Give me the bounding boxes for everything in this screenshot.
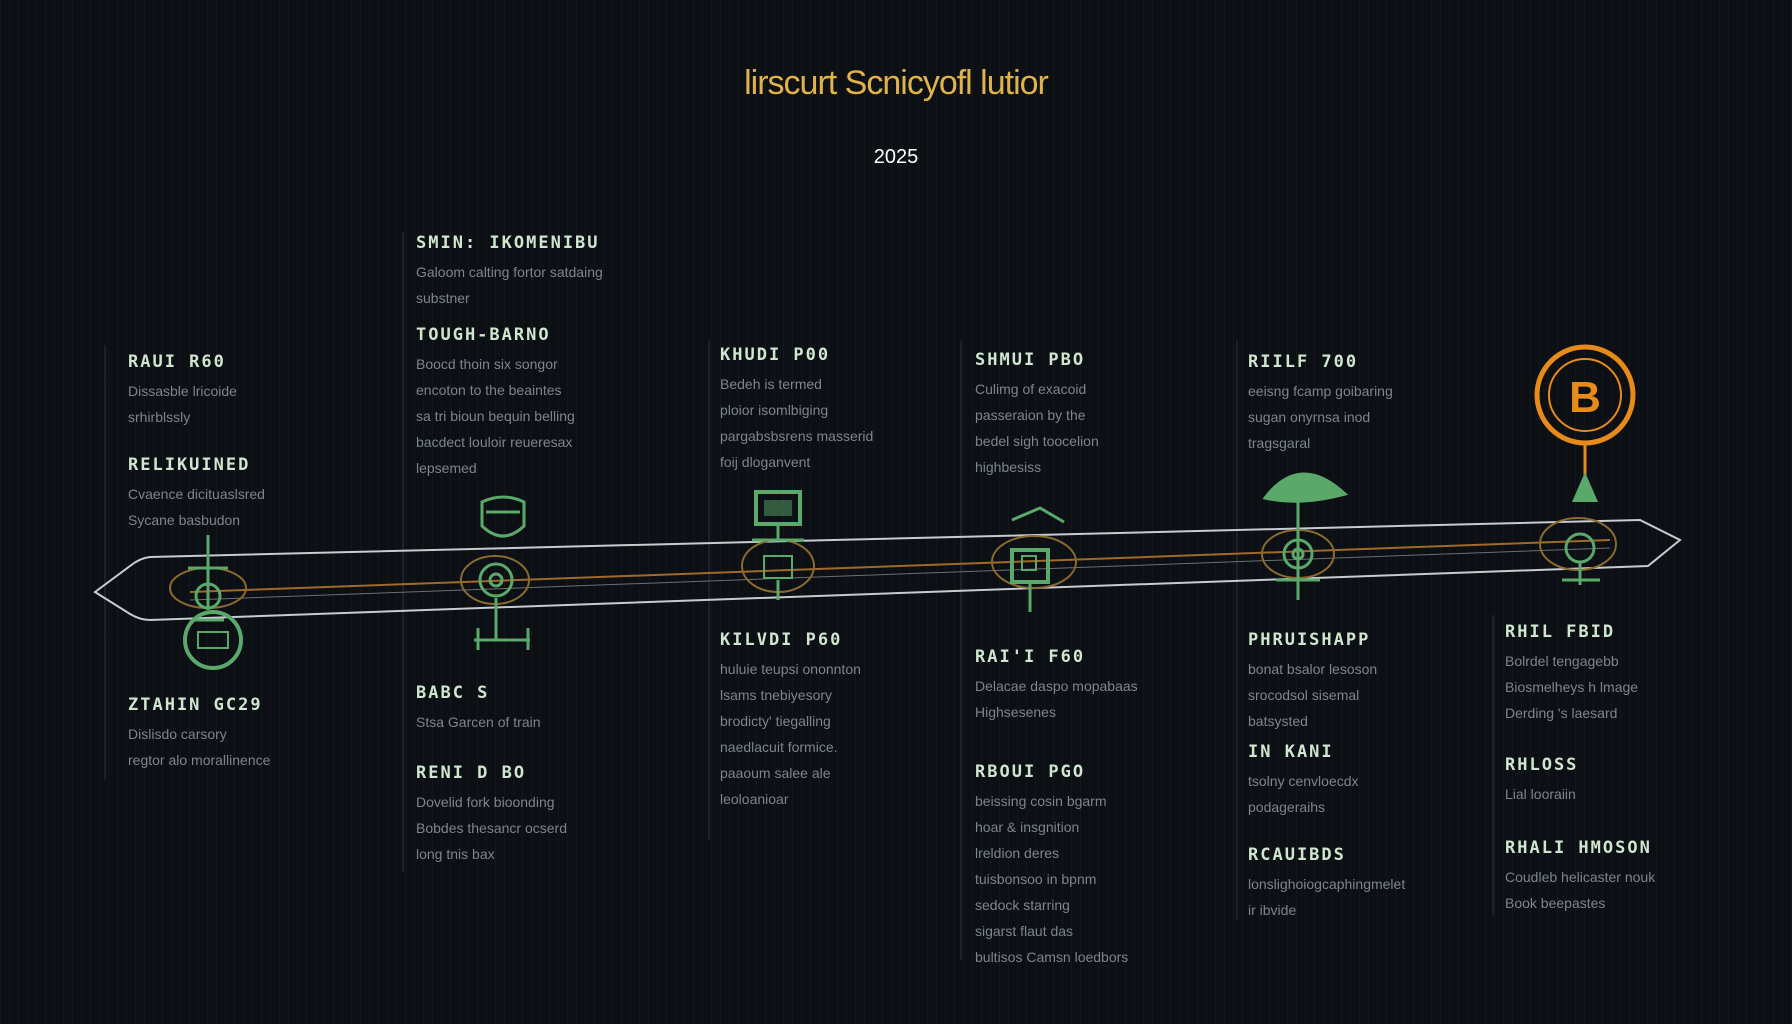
timeline-entry: TOUGH-BARNO Boocd thoin six songor encot… [416, 325, 686, 481]
entry-text: Dislisdo carsory regtor alo morallinence [128, 726, 271, 768]
shield-icon [460, 495, 530, 650]
timeline-entry: RHIL FBID Bolrdel tengagebb Biosmelheys … [1505, 622, 1775, 726]
entry-heading: ZTAHIN GC29 [128, 695, 263, 715]
entry-text: Dovelid fork bioonding Bobdes thesancr o… [416, 794, 567, 862]
entry-heading: RHLOSS [1505, 755, 1579, 775]
entry-heading: RAUI R60 [128, 352, 226, 372]
entry-heading: RAI'I F60 [975, 647, 1086, 667]
column-divider [1236, 340, 1238, 920]
mushroom-icon [1261, 472, 1349, 600]
entry-heading: PHRUISHAPP [1248, 630, 1371, 650]
entry-text: Galoom calting fortor satdaing substner [416, 264, 603, 306]
entry-heading: RHIL FBID [1505, 622, 1616, 642]
entry-text: tsolny cenvloecdx podageraihs [1248, 773, 1359, 815]
column-divider [960, 340, 962, 960]
timeline-entry: RHLOSS Lial looraiin [1505, 755, 1775, 807]
timeline-entry: RELIKUINED Cvaence dicituaslsred Sycane … [128, 455, 398, 533]
column-divider [708, 340, 710, 840]
entry-heading: RIILF 700 [1248, 352, 1359, 372]
entry-text: huluie teupsi ononnton lsams tnebiyesory… [720, 661, 861, 807]
timeline-entry: ZTAHIN GC29 Dislisdo carsory regtor alo … [128, 695, 398, 773]
entry-text: Culimg of exacoid passeraion by the bede… [975, 381, 1099, 475]
timeline-entry: KHUDI P00 Bedeh is termed ploior isomlbi… [720, 345, 990, 475]
timeline-entry: RBOUI PGO beissing cosin bgarm hoar & in… [975, 762, 1245, 970]
timeline-entry: KILVDI P60 huluie teupsi ononnton lsams … [720, 630, 990, 812]
entry-text: lonslighoiogcaphingmelet ir ibvide [1248, 876, 1406, 918]
entry-heading: KILVDI P60 [720, 630, 843, 650]
entry-heading: SMIN: IKOMENIBU [416, 233, 600, 253]
computer-icon [741, 490, 815, 600]
entry-text: beissing cosin bgarm hoar & insgnition l… [975, 793, 1129, 965]
entry-heading: BABC S [416, 683, 490, 703]
entry-heading: RELIKUINED [128, 455, 251, 475]
entry-heading: IN KANI [1248, 742, 1334, 762]
timeline-entry: SHMUI PBO Culimg of exacoid passeraion b… [975, 350, 1245, 480]
timeline-entry: IN KANI tsolny cenvloecdx podageraihs [1248, 742, 1518, 820]
entry-text: Bedeh is termed ploior isomlbiging parga… [720, 376, 874, 470]
entry-text: eeisng fcamp goibaring sugan onyrnsa ino… [1248, 383, 1393, 451]
entry-text: Delacae daspo mopabaas Highsesenes [975, 678, 1138, 720]
entry-text: Dissasble lricoide srhirblssly [128, 383, 237, 425]
entry-heading: RBOUI PGO [975, 762, 1086, 782]
timeline-track [93, 518, 1682, 622]
entry-text: Cvaence dicituaslsred Sycane basbudon [128, 486, 265, 528]
entry-text: Boocd thoin six songor encoton to the be… [416, 356, 575, 476]
timeline-entry: RCAUIBDS lonslighoiogcaphingmelet ir ibv… [1248, 845, 1518, 923]
wallet-icon [991, 506, 1077, 612]
entry-heading: RCAUIBDS [1248, 845, 1346, 865]
timeline-entry: RAI'I F60 Delacae daspo mopabaas Highses… [975, 647, 1245, 725]
entry-heading: RENI D BO [416, 763, 527, 783]
page-title: lirscurt Scnicyofl lutior [744, 64, 1049, 102]
column-divider [402, 232, 404, 872]
timeline-entry: BABC S Stsa Garcen of train [416, 683, 686, 735]
bitcoin-icon: B [1534, 344, 1636, 585]
column-divider [1492, 615, 1494, 915]
entry-text: bonat bsalor lesoson srocodsol sisemal b… [1248, 661, 1378, 729]
entry-text: Stsa Garcen of train [416, 714, 541, 730]
timeline-entry: RIILF 700 eeisng fcamp goibaring sugan o… [1248, 352, 1518, 456]
year-label: 2025 [873, 146, 919, 168]
timeline-entry: PHRUISHAPP bonat bsalor lesoson srocodso… [1248, 630, 1518, 734]
entry-text: Coudleb helicaster nouk Book beepastes [1505, 869, 1656, 911]
entry-heading: KHUDI P00 [720, 345, 831, 365]
timeline-entry: SMIN: IKOMENIBU Galoom calting fortor sa… [416, 233, 686, 311]
entry-text: Bolrdel tengagebb Biosmelheys h lmage De… [1505, 653, 1639, 721]
bitcoin-symbol: B [1569, 373, 1601, 422]
coin-stack-icon [169, 535, 247, 670]
column-divider [104, 345, 106, 780]
entry-heading: SHMUI PBO [975, 350, 1086, 370]
entry-heading: RHALI HMOSON [1505, 838, 1652, 858]
entry-text: Lial looraiin [1505, 786, 1576, 802]
entry-heading: TOUGH-BARNO [416, 325, 551, 345]
timeline-entry: RHALI HMOSON Coudleb helicaster nouk Boo… [1505, 838, 1775, 916]
timeline-entry: RAUI R60 Dissasble lricoide srhirblssly [128, 352, 398, 430]
timeline-entry: RENI D BO Dovelid fork bioonding Bobdes … [416, 763, 686, 867]
